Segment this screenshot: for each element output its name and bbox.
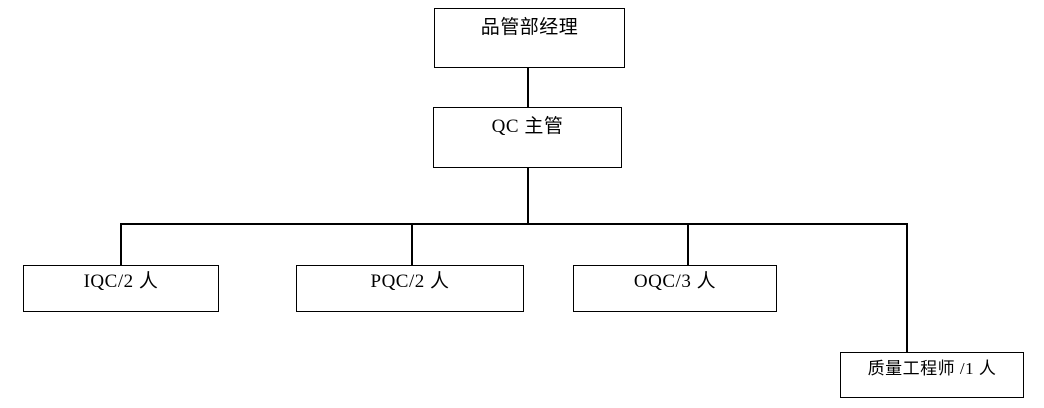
node-iqc[interactable]: IQC/2 人 [23, 265, 219, 312]
node-oqc-label: OQC/3 人 [633, 271, 717, 292]
node-qc-supervisor[interactable]: QC 主管 [433, 107, 622, 168]
node-manager[interactable]: 品管部经理 [434, 8, 625, 68]
connector-qc-supervisor-trunk [527, 168, 529, 224]
connector-horizontal-bus [120, 223, 908, 225]
connector-bus-to-iqc [120, 224, 122, 265]
node-qc-supervisor-label: QC 主管 [491, 116, 564, 137]
node-quality-engineer[interactable]: 质量工程师 /1 人 [840, 352, 1024, 398]
node-oqc[interactable]: OQC/3 人 [573, 265, 777, 312]
node-quality-engineer-label: 质量工程师 /1 人 [867, 359, 997, 378]
node-iqc-label: IQC/2 人 [83, 271, 159, 292]
connector-bus-to-oqc [687, 224, 689, 265]
node-manager-label: 品管部经理 [480, 17, 579, 38]
node-pqc[interactable]: PQC/2 人 [296, 265, 524, 312]
connector-bus-to-pqc [411, 224, 413, 265]
connector-bus-to-quality-engineer [906, 224, 908, 352]
connector-manager-to-qc-supervisor [527, 68, 529, 107]
node-pqc-label: PQC/2 人 [370, 271, 450, 292]
